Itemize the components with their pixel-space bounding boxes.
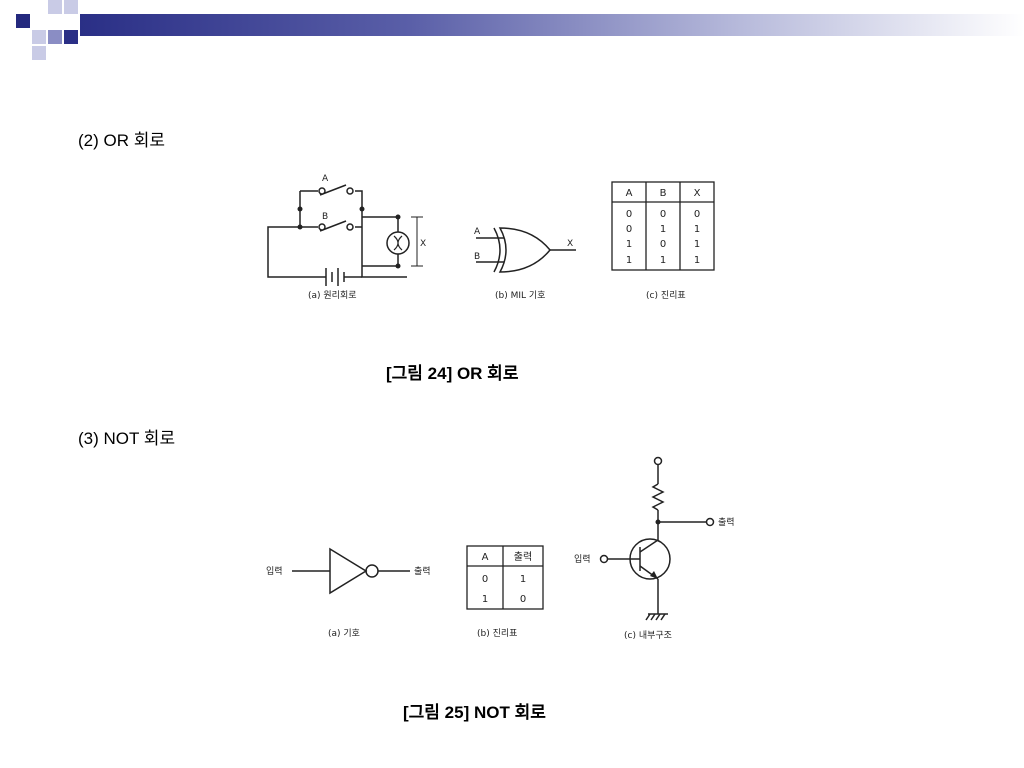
not-tt-cell: 1 (520, 574, 526, 585)
output-x-label: X (420, 239, 426, 249)
not-caption-b: (b) 진리표 (477, 628, 517, 639)
switch-a-label: A (322, 174, 329, 184)
or-principle-circuit: A B X (a) 원리회로 (267, 174, 426, 301)
or-tt-cell: 0 (660, 239, 666, 250)
or-tt-cell: 0 (694, 209, 700, 220)
header-square-light (64, 30, 78, 44)
gate-input-a: A (474, 227, 481, 237)
header-square-mid (32, 30, 46, 44)
or-tt-header: X (694, 188, 701, 199)
or-tt-cell: 0 (626, 209, 632, 220)
or-caption-c: (c) 진리표 (646, 290, 686, 301)
transistor-input: 입력 (574, 553, 591, 565)
header-gradient-bar (80, 14, 1024, 36)
not-tt-cell: 1 (482, 594, 488, 605)
not-tt-cell: 0 (520, 594, 526, 605)
gate-input-b: B (474, 252, 480, 262)
or-tt-cell: 0 (626, 224, 632, 235)
not-tt-cell: 0 (482, 574, 488, 585)
not-caption-c: (c) 내부구조 (624, 630, 672, 641)
not-truth-table: A 출력 0 1 1 0 (b) 진리표 (466, 545, 544, 639)
not-transistor-circuit: 입력 출력 (c) 내부구조 (574, 456, 735, 641)
or-truth-table: A B X 0 0 0 0 1 1 1 0 1 1 1 1 (c) 진리표 (611, 181, 715, 301)
or-tt-cell: 1 (626, 255, 632, 266)
not-symbol: 입력 출력 (a) 기호 (266, 547, 431, 639)
or-caption-b: (b) MIL 기호 (495, 290, 545, 301)
header-square-light (32, 46, 46, 60)
or-tt-cell: 1 (660, 255, 666, 266)
or-tt-header: B (660, 188, 667, 199)
header-square-mid (64, 0, 78, 14)
or-tt-cell: 1 (694, 255, 700, 266)
not-tt-header: A (482, 552, 489, 563)
or-mil-symbol: A B X (b) MIL 기호 (474, 227, 576, 301)
transistor-output: 출력 (718, 516, 735, 528)
or-tt-cell: 1 (694, 239, 700, 250)
or-tt-cell: 1 (694, 224, 700, 235)
header-square-light (48, 0, 62, 14)
header-square-dark (16, 14, 30, 28)
not-caption-a: (a) 기호 (328, 628, 360, 639)
or-caption-a: (a) 원리회로 (308, 290, 357, 301)
not-symbol-input: 입력 (266, 565, 283, 577)
or-section-heading: (2) OR 회로 (78, 131, 166, 150)
not-section-heading: (3) NOT 회로 (78, 429, 176, 448)
gate-output-x: X (567, 239, 573, 249)
or-tt-cell: 1 (626, 239, 632, 250)
or-figure-caption: [그림 24] OR 회로 (386, 364, 519, 383)
or-tt-cell: 1 (660, 224, 666, 235)
not-symbol-output: 출력 (414, 565, 431, 577)
not-tt-header: 출력 (514, 551, 532, 563)
header-square-mid (48, 30, 62, 44)
switch-b-label: B (322, 212, 328, 222)
or-tt-cell: 0 (660, 209, 666, 220)
not-figure-caption: [그림 25] NOT 회로 (403, 703, 546, 722)
or-tt-header: A (626, 188, 633, 199)
